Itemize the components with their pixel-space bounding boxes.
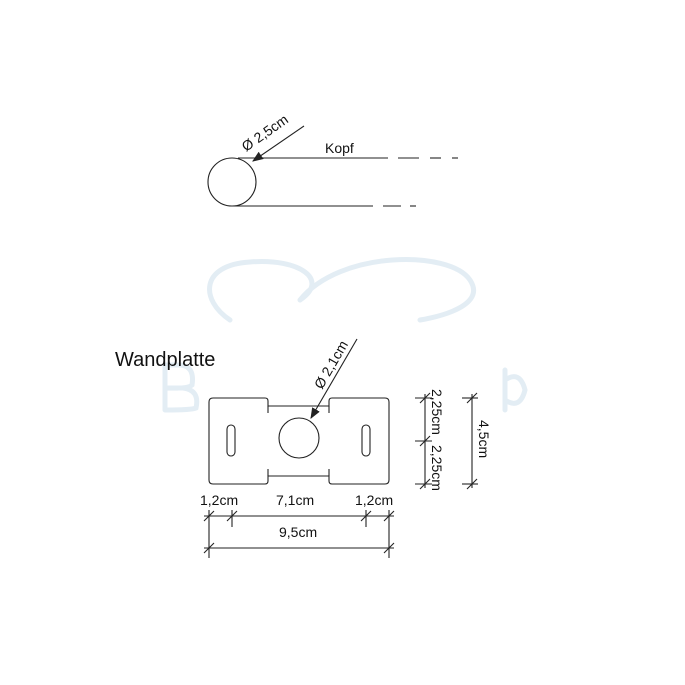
plate-title: Wandplatte (115, 349, 215, 371)
head-circle (207, 157, 257, 207)
head-diameter-arrow (252, 125, 305, 162)
watermark-logo (162, 257, 528, 413)
wall-plate: Ø 2,1cm (208, 338, 390, 485)
middle-width-label: 7,1cm (276, 492, 314, 508)
plate-hole (278, 417, 320, 459)
left-width-label: 1,2cm (200, 492, 238, 508)
upper-half-height-label: 2,25cm (429, 389, 445, 435)
left-slot (226, 424, 236, 457)
head-drawing: Ø 2,5cm Kopf (207, 111, 458, 207)
hole-diameter-arrow (310, 338, 358, 419)
plate-outline (208, 397, 390, 485)
lower-half-height-label: 2,25cm (429, 445, 445, 491)
total-height-label: 4,5cm (476, 420, 492, 458)
horizontal-dimensions: 1,2cm 7,1cm 1,2cm 9,5cm (200, 492, 395, 558)
head-diameter-label: Ø 2,5cm (239, 111, 292, 154)
head-label: Kopf (325, 140, 354, 156)
right-width-label: 1,2cm (355, 492, 393, 508)
vertical-dimensions: 2,25cm 2,25cm 4,5cm (415, 389, 492, 491)
total-width-label: 9,5cm (279, 524, 317, 540)
right-slot (361, 424, 371, 457)
